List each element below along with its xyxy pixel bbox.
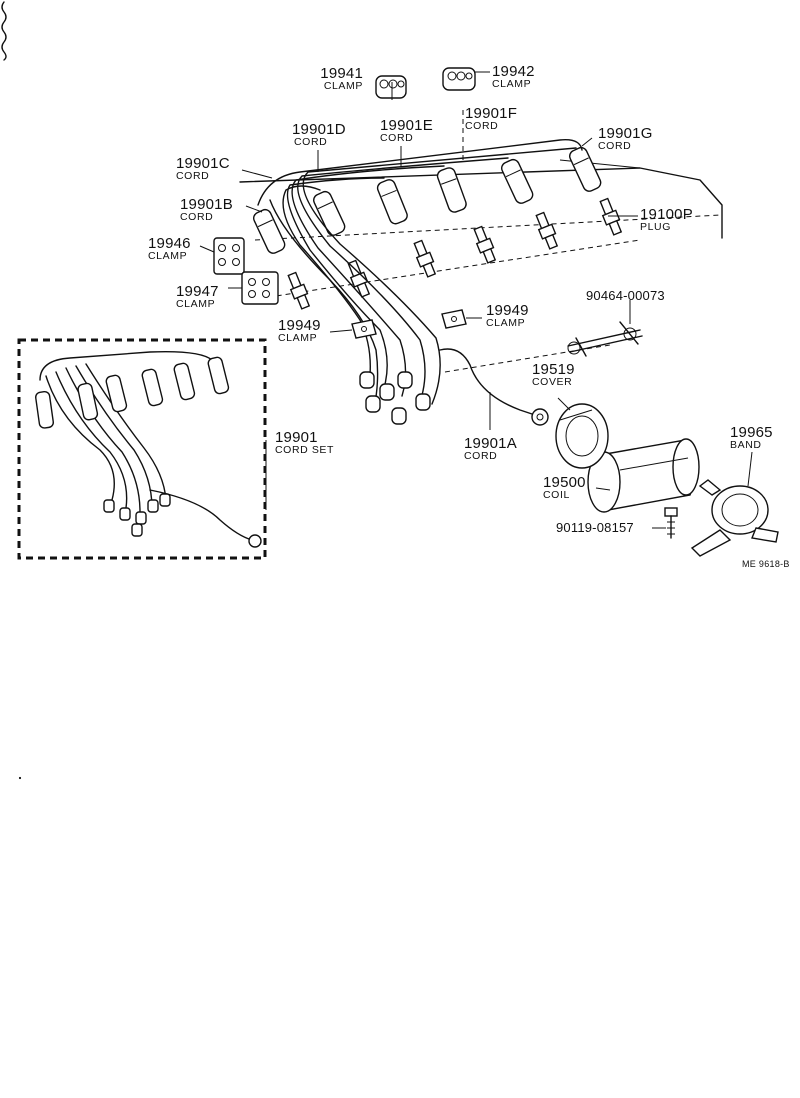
part-19901G: 19901G CORD — [598, 126, 653, 152]
part-19941: 19941 CLAMP — [313, 66, 363, 92]
part-number: 19901 — [275, 429, 318, 446]
part-name: CORD — [464, 450, 498, 462]
part-number: 19947 — [176, 283, 219, 300]
part-number: 19100P — [640, 206, 693, 223]
part-name: COIL — [543, 489, 570, 501]
part-number: 19901G — [598, 125, 653, 142]
ignition-coil-shape — [555, 403, 700, 513]
part-number: 19519 — [532, 361, 575, 378]
part-19901F: 19901F CORD — [465, 106, 517, 132]
cord-set-frame — [17, 338, 267, 560]
part-19947: 19947 CLAMP — [176, 284, 219, 310]
part-19949-right: 19949 CLAMP — [486, 303, 529, 329]
part-name: CORD — [294, 136, 328, 148]
speck-mark — [18, 776, 22, 780]
part-19901D: 19901D CORD — [292, 122, 346, 148]
clamp-19949-left-shape — [351, 319, 377, 339]
part-19901E: 19901E CORD — [380, 118, 433, 144]
part-number: 19901B — [180, 196, 233, 213]
part-name: CLAMP — [492, 78, 532, 90]
part-number: 19901F — [465, 105, 518, 122]
ignition-cords — [257, 139, 583, 426]
part-name: CLAMP — [323, 80, 363, 92]
clamp-19949-right-shape — [441, 309, 467, 329]
part-19100P: 19100P PLUG — [640, 207, 693, 233]
part-19965: 19965 BAND — [730, 425, 773, 451]
part-name: CLAMP — [148, 250, 188, 262]
part-90119-08157: 90119-08157 — [556, 520, 634, 535]
part-number: 19901C — [176, 155, 230, 172]
part-19901C: 19901C CORD — [176, 156, 230, 182]
part-number: 19901E — [380, 117, 433, 134]
part-name: CORD — [176, 170, 210, 182]
part-number: 19942 — [492, 63, 535, 80]
part-number: 19949 — [278, 317, 321, 334]
part-name: CORD — [598, 140, 632, 152]
clamp-19941-shape — [375, 75, 407, 99]
part-90464-00073: 90464-00073 — [586, 288, 665, 303]
clamp-19946-shape — [213, 237, 245, 275]
bracket-bolt-shape — [567, 321, 643, 357]
reference-code: ME 9618-B — [742, 559, 790, 569]
leader-lines — [199, 71, 753, 529]
part-name: CORD — [380, 132, 414, 144]
part-19519: 19519 COVER — [532, 362, 575, 388]
coil-band-shape — [690, 479, 779, 557]
part-19949-left: 19949 CLAMP — [278, 318, 321, 344]
part-19500: 19500 COIL — [543, 475, 586, 501]
part-number: 19946 — [148, 235, 191, 252]
part-name: CLAMP — [486, 317, 526, 329]
part-number: 19901D — [292, 121, 346, 138]
part-19901A: 19901A CORD — [464, 436, 517, 462]
part-name: COVER — [532, 376, 573, 388]
part-name: PLUG — [640, 221, 671, 233]
part-19946: 19946 CLAMP — [148, 236, 191, 262]
part-19942: 19942 CLAMP — [492, 64, 535, 90]
part-19901-cord-set: 19901 CORD SET — [275, 430, 334, 456]
mounting-bolt-shape — [664, 507, 678, 539]
part-number: 19500 — [543, 474, 586, 491]
part-number: 19941 — [320, 65, 363, 82]
part-name: CLAMP — [278, 332, 318, 344]
part-name: CORD SET — [275, 444, 335, 456]
part-number: 19901A — [464, 435, 517, 452]
part-name: CORD — [180, 211, 214, 223]
cord-set-illustration — [35, 351, 262, 548]
part-name: BAND — [730, 439, 762, 451]
part-number: 19949 — [486, 302, 529, 319]
clamp-19942-shape — [442, 67, 476, 91]
part-number: 19965 — [730, 424, 773, 441]
clamp-19947-shape — [241, 271, 279, 305]
spark-plug-boots — [253, 146, 602, 254]
part-19901B: 19901B CORD — [180, 197, 233, 223]
spark-plugs — [287, 197, 623, 310]
part-name: CLAMP — [176, 298, 216, 310]
part-name: CORD — [465, 120, 499, 132]
page-edge-mark — [1, 1, 7, 61]
